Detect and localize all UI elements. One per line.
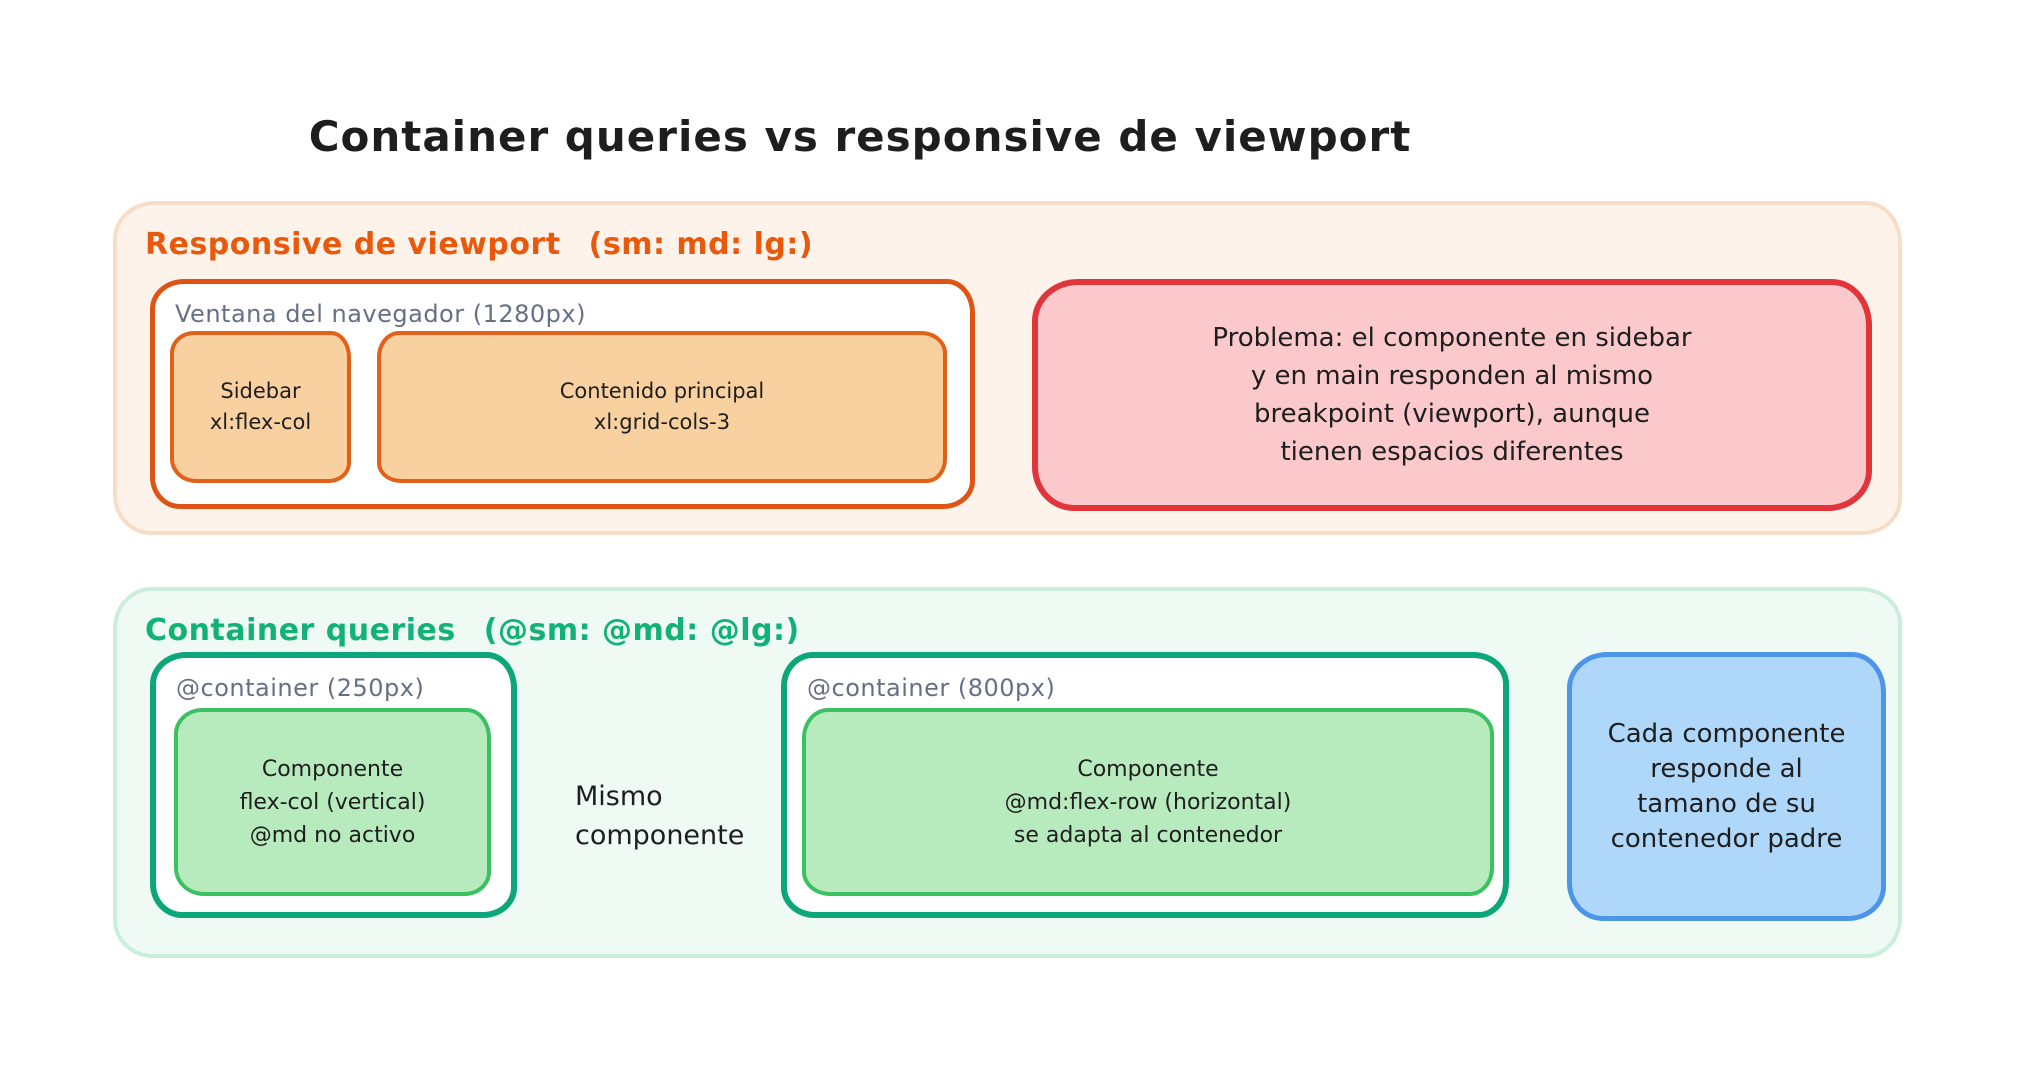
large-component-line3: se adapta al contenedor [1013, 822, 1283, 848]
container-heading-breakpoints: (@sm: @md: @lg:) [483, 613, 800, 648]
small-component-line2: flex-col (vertical) [239, 789, 426, 815]
browser-window-box: Ventana del navegador (1280px) Sidebar x… [150, 279, 975, 509]
main-content-box: Contenido principal xl:grid-cols-3 [377, 331, 947, 483]
small-container-label: @container (250px) [176, 674, 425, 702]
conclusion-note-line4: contenedor padre [1610, 823, 1843, 854]
viewport-heading-breakpoints: (sm: md: lg:) [588, 227, 814, 262]
conclusion-note-line2: responde al [1650, 753, 1803, 784]
sidebar-box: Sidebar xl:flex-col [170, 331, 351, 483]
container-queries-panel: Container queries (@sm: @md: @lg:) @conta… [113, 587, 1902, 958]
conclusion-note-line1: Cada componente [1607, 718, 1846, 749]
same-component-line2: componente [575, 820, 745, 851]
viewport-heading-text: Responsive de viewport [145, 227, 561, 262]
sidebar-label-line2: xl:flex-col [209, 410, 312, 434]
diagram-title: Container queries vs responsive de viewp… [308, 112, 1412, 161]
small-component-line1: Componente [261, 756, 404, 782]
container-heading-text: Container queries [145, 613, 456, 648]
large-component-line2: @md:flex-row (horizontal) [1004, 789, 1292, 815]
problem-note: Problema: el componente en sidebar y en … [1032, 279, 1872, 511]
large-component-box: Componente @md:flex-row (horizontal) se … [802, 708, 1494, 896]
viewport-panel-heading: Responsive de viewport (sm: md: lg:) [145, 227, 813, 262]
container-queries-heading: Container queries (@sm: @md: @lg:) [145, 613, 800, 648]
problem-note-line2: y en main responden al mismo [1250, 361, 1654, 391]
large-component-line1: Componente [1077, 756, 1219, 782]
same-component-line1: Mismo [575, 781, 663, 812]
small-container-box: @container (250px) Componente flex-col (… [150, 652, 517, 918]
small-component-line3: @md no activo [249, 822, 416, 848]
small-component-box: Componente flex-col (vertical) @md no ac… [174, 708, 491, 896]
sidebar-label-line1: Sidebar [220, 379, 301, 403]
conclusion-note: Cada componente responde al tamano de su… [1567, 652, 1886, 921]
conclusion-note-line3: tamano de su [1637, 788, 1816, 819]
main-content-label-line2: xl:grid-cols-3 [593, 410, 731, 434]
problem-note-line4: tienen espacios diferentes [1280, 437, 1624, 467]
main-content-label-line1: Contenido principal [559, 379, 765, 403]
same-component-note: Mismo componente [575, 777, 755, 855]
problem-note-line1: Problema: el componente en sidebar [1212, 323, 1692, 353]
large-container-box: @container (800px) Componente @md:flex-r… [781, 652, 1509, 918]
browser-window-label: Ventana del navegador (1280px) [175, 300, 586, 328]
viewport-panel: Responsive de viewport (sm: md: lg:) Vent… [113, 201, 1902, 535]
large-container-label: @container (800px) [807, 674, 1056, 702]
problem-note-line3: breakpoint (viewport), aunque [1253, 399, 1651, 429]
